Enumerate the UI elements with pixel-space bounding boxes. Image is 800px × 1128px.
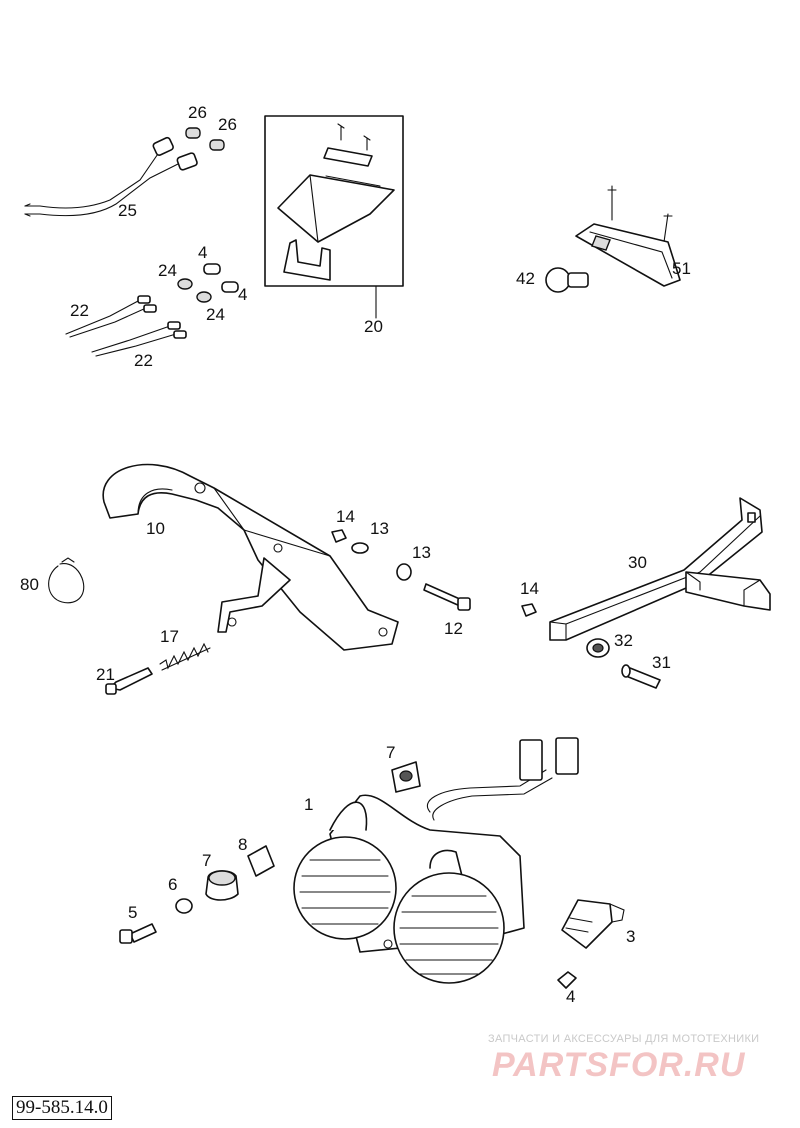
hardware-12-13-14 <box>331 529 537 617</box>
rear-lamp-51-42 <box>545 185 681 293</box>
label-32: 32 <box>614 631 633 650</box>
label-24b: 24 <box>206 305 225 324</box>
watermark-caption: ЗАПЧАСТИ И АКСЕССУАРЫ ДЛЯ МОТОТЕХНИКИ <box>488 1033 760 1045</box>
tail-light-assembly-20 <box>264 115 404 319</box>
label-22a: 22 <box>70 301 89 320</box>
label-8: 8 <box>238 835 247 854</box>
label-31: 31 <box>652 653 671 672</box>
label-12: 12 <box>444 619 463 638</box>
rear-bracket-30 <box>549 497 771 641</box>
label-51: 51 <box>672 259 691 278</box>
label-42: 42 <box>516 269 535 288</box>
headlight-assembly-1 <box>293 737 579 984</box>
label-30: 30 <box>628 553 647 572</box>
mount-bracket-10 <box>102 463 399 651</box>
callout-labels: 25 26 26 20 4 24 4 24 22 22 42 51 10 80 … <box>20 103 691 1006</box>
label-22b: 22 <box>134 351 153 370</box>
label-25: 25 <box>118 201 137 220</box>
bolt-spring-21-17 <box>105 642 211 695</box>
label-4c: 4 <box>566 987 575 1006</box>
label-13b: 13 <box>412 543 431 562</box>
label-17: 17 <box>160 627 179 646</box>
label-1: 1 <box>304 795 313 814</box>
label-26b: 26 <box>218 115 237 134</box>
mount-hardware-5-6-7-8 <box>119 761 421 944</box>
label-80: 80 <box>20 575 39 594</box>
label-4a: 4 <box>198 243 207 262</box>
label-4b: 4 <box>238 285 247 304</box>
label-7b: 7 <box>202 851 211 870</box>
headlight-bulbs-3-4 <box>557 899 625 989</box>
label-24a: 24 <box>158 261 177 280</box>
bushing-screw-31-32 <box>586 638 661 689</box>
wiring-harness-25 <box>24 127 225 217</box>
bulbs-and-wires-22-24-4 <box>65 263 239 357</box>
watermark-brand: PARTSFOR.RU <box>492 1046 746 1084</box>
label-14a: 14 <box>336 507 355 526</box>
label-7a: 7 <box>386 743 395 762</box>
label-20: 20 <box>364 317 383 336</box>
label-13a: 13 <box>370 519 389 538</box>
label-26a: 26 <box>188 103 207 122</box>
label-14b: 14 <box>520 579 539 598</box>
label-6: 6 <box>168 875 177 894</box>
label-10: 10 <box>146 519 165 538</box>
label-3: 3 <box>626 927 635 946</box>
label-21: 21 <box>96 665 115 684</box>
label-5: 5 <box>128 903 137 922</box>
clamp-80 <box>48 557 85 604</box>
diagram-code: 99-585.14.0 <box>12 1096 112 1120</box>
